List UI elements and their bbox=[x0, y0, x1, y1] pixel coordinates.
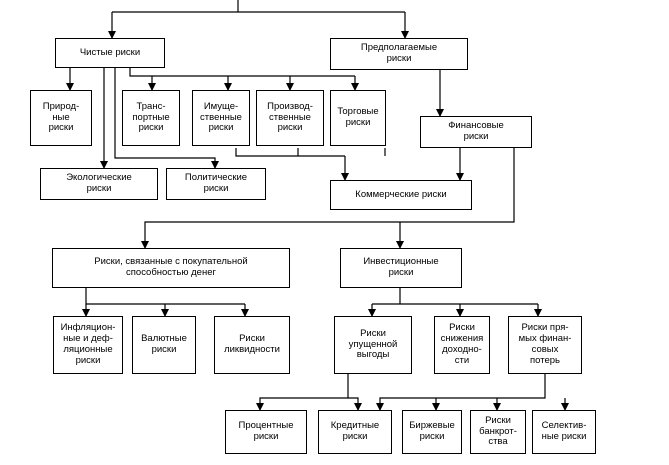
node-direct-loss-risks: Риски пря- мых финан- совых потерь bbox=[508, 316, 582, 374]
node-pure-risks: Чистые риски bbox=[55, 38, 165, 68]
node-bankruptcy-risks: Риски банкрот- ства bbox=[470, 410, 526, 454]
node-liquidity-risks: Риски ликвидности bbox=[214, 316, 290, 374]
node-ecological-risks: Экологические риски bbox=[40, 168, 158, 200]
node-transport-risks: Транс- портные риски bbox=[122, 90, 180, 146]
node-currency-risks: Валютные риски bbox=[132, 316, 196, 374]
node-political-risks: Политические риски bbox=[166, 168, 266, 200]
node-lost-profit-risks: Риски упущенной выгоды bbox=[334, 316, 412, 374]
node-property-risks: Имуще- ственные риски bbox=[192, 90, 250, 146]
node-interest-risks: Процентные риски bbox=[225, 410, 307, 454]
node-financial-risks: Финансовые риски bbox=[420, 116, 532, 148]
node-investment-risks: Инвестиционные риски bbox=[340, 248, 462, 288]
node-purchasing-power-risks: Риски, связанные с покупательной способн… bbox=[52, 248, 290, 288]
node-natural-risks: Природ- ные риски bbox=[30, 90, 92, 146]
node-income-decrease-risks: Риски снижения доходно- сти bbox=[434, 316, 490, 374]
node-inflation-risks: Инфляцион- ные и деф- ляционные риски bbox=[53, 316, 123, 374]
node-production-risks: Производ- ственные риски bbox=[256, 90, 324, 146]
node-commercial-risks: Коммерческие риски bbox=[330, 180, 472, 210]
node-trade-risks: Торговые риски bbox=[330, 90, 386, 146]
node-credit-risks: Кредитные риски bbox=[318, 410, 392, 454]
node-speculative-risks: Предполагаемые риски bbox=[330, 38, 468, 70]
node-exchange-risks: Биржевые риски bbox=[402, 410, 462, 454]
node-selective-risks: Селектив- ные риски bbox=[532, 410, 596, 454]
